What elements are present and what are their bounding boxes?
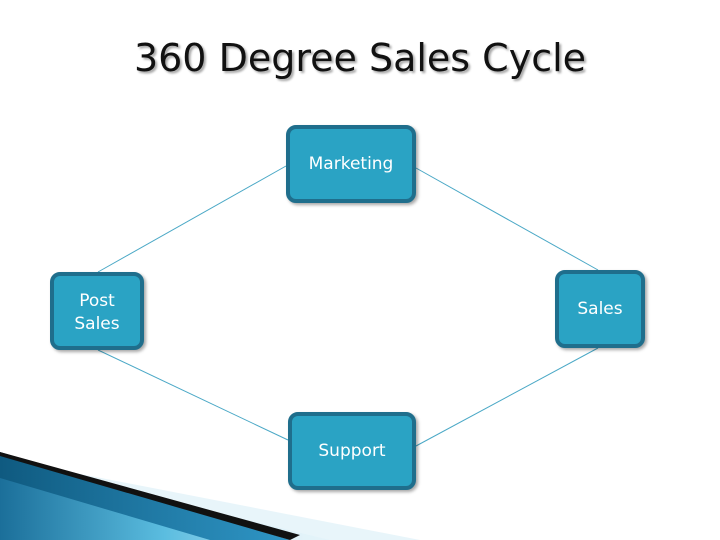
node-marketing: Marketing	[286, 125, 416, 203]
edge-sales-support	[415, 347, 599, 447]
edge-support-post-sales	[97, 349, 289, 441]
node-support-label: Support	[318, 440, 386, 461]
swoosh-fade-band	[60, 470, 420, 540]
node-support: Support	[288, 412, 416, 490]
node-sales: Sales	[555, 270, 645, 348]
node-sales-label: Sales	[577, 298, 623, 319]
slide-title: 360 Degree Sales Cycle	[133, 36, 587, 80]
edge-marketing-sales	[415, 167, 599, 271]
node-post-sales-label: Post Sales	[74, 291, 120, 334]
edge-post-sales-marketing	[97, 165, 287, 273]
node-marketing-label: Marketing	[308, 154, 394, 174]
swoosh-black-stroke	[0, 452, 300, 540]
node-post-sales: Post Sales	[50, 272, 144, 350]
